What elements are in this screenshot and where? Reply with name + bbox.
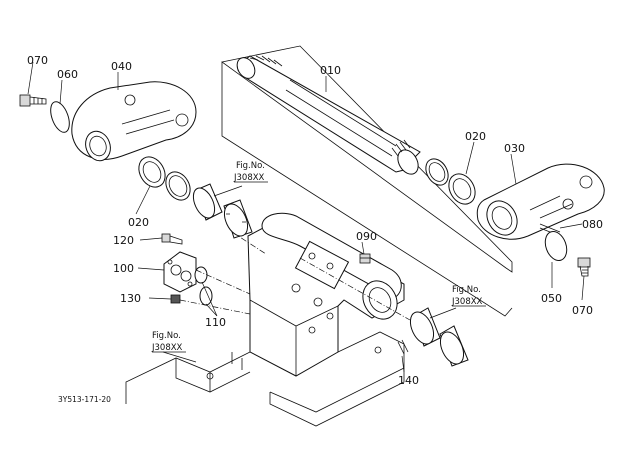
o-ring-110a [194, 266, 208, 284]
label-070-left: 070 [27, 54, 48, 67]
shaft-010 [236, 55, 421, 175]
label-100: 100 [113, 262, 134, 275]
bushing-set-right [409, 307, 469, 367]
washer-020-left [138, 156, 166, 188]
lift-housing [231, 212, 411, 377]
washer-020-right [448, 173, 476, 205]
drawing-code: 3Y513-171-20 [58, 395, 111, 404]
label-020-left: 020 [128, 216, 149, 229]
label-110: 110 [205, 316, 226, 329]
label-010: 010 [320, 64, 341, 77]
snap-ring-right [425, 158, 449, 186]
label-090: 090 [356, 230, 377, 243]
figref-2-line2: J308XX [451, 297, 483, 307]
label-040: 040 [111, 60, 132, 73]
label-060: 060 [57, 68, 78, 81]
figref-3-line2: J308XX [151, 343, 183, 353]
figref-2-line1: Fig.No. [452, 285, 481, 295]
bolt-070-right [577, 257, 591, 277]
valve-cover-100 [163, 251, 197, 293]
label-130: 130 [120, 292, 141, 305]
figref-3-line1: Fig.No. [152, 331, 181, 341]
bolt-070-left [19, 94, 47, 107]
label-050: 050 [541, 292, 562, 305]
lift-arm-030 [476, 163, 605, 240]
washer-060 [50, 101, 70, 133]
pin-140 [397, 339, 409, 355]
shaft-frame-edge [221, 62, 513, 317]
plug-130 [170, 294, 181, 304]
bolt-120 [161, 233, 183, 245]
label-120: 120 [113, 234, 134, 247]
figref-1-line2: J308XX [233, 173, 265, 183]
lift-arm-040 [71, 81, 197, 162]
o-ring-110b [199, 286, 213, 306]
transmission-case [125, 331, 405, 427]
shaft-assembly-frame [221, 45, 513, 273]
breather-090 [359, 253, 371, 264]
label-140: 140 [398, 374, 419, 387]
label-080: 080 [582, 218, 603, 231]
label-020-right: 020 [465, 130, 486, 143]
figref-1-line1: Fig.No. [236, 161, 265, 171]
label-070-right: 070 [572, 304, 593, 317]
bushing-set-left [192, 183, 253, 239]
snap-ring-left [165, 171, 191, 201]
label-030: 030 [504, 142, 525, 155]
washer-050 [544, 230, 568, 262]
